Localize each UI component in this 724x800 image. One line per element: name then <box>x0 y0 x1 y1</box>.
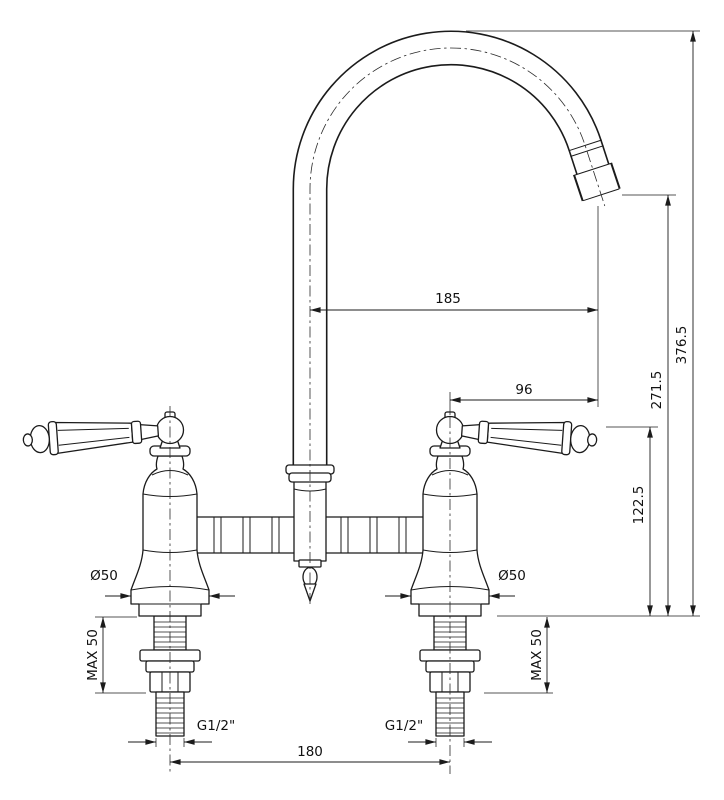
dim-outlet-height: 271.5 <box>622 194 676 617</box>
dim-max-deck-left: MAX 50 <box>85 616 146 694</box>
dim-base-diameter-right-label: Ø50 <box>498 568 526 584</box>
dim-max-deck-right-label: MAX 50 <box>529 629 545 681</box>
dim-outlet-offset: 96 <box>449 382 599 415</box>
dim-thread-left: G1/2" <box>128 718 235 747</box>
right-handle <box>460 413 599 458</box>
dim-thread-right: G1/2" <box>385 718 492 747</box>
dim-handle-height-label: 122.5 <box>631 486 647 525</box>
dim-outlet-height-label: 271.5 <box>649 371 665 410</box>
dim-total-height-label: 376.5 <box>674 326 690 365</box>
dim-thread-left-label: G1/2" <box>197 718 235 734</box>
dim-base-diameter-right: Ø50 <box>385 568 526 599</box>
centerlines <box>169 47 606 774</box>
dim-base-diameter-left: Ø50 <box>90 568 235 599</box>
dim-total-height: 376.5 <box>466 30 700 617</box>
dim-max-deck-right: MAX 50 <box>484 616 553 694</box>
dim-thread-right-label: G1/2" <box>385 718 423 734</box>
dim-inlet-spread-label: 180 <box>297 744 323 760</box>
dim-max-deck-left-label: MAX 50 <box>85 629 101 681</box>
dim-outlet-offset-label: 96 <box>515 382 532 398</box>
dim-spout-reach: 185 <box>309 206 599 407</box>
swan-neck-spout <box>292 30 621 480</box>
left-handle <box>21 413 160 458</box>
dim-inlet-spread: 180 <box>169 744 451 765</box>
spout-joint-bands <box>568 139 604 157</box>
dim-handle-height: 122.5 <box>606 426 658 617</box>
dim-base-diameter-left-label: Ø50 <box>90 568 118 584</box>
dim-spout-reach-label: 185 <box>435 291 461 307</box>
